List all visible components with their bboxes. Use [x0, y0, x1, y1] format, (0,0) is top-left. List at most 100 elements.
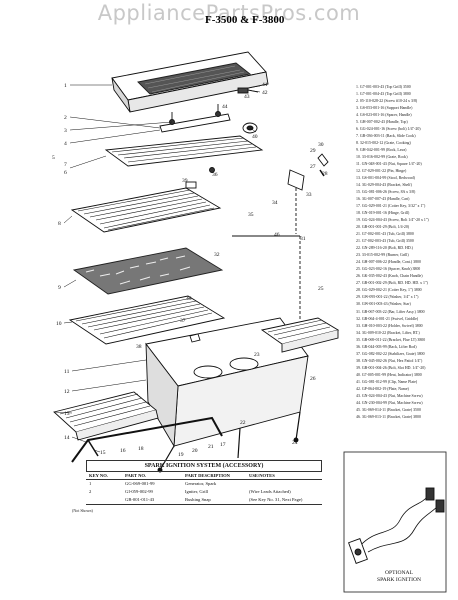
parts-list-item: 12. G7-029-001-22 (Pin, Hinge)	[356, 169, 407, 174]
callout-label: 1	[64, 83, 67, 89]
parts-list-item: 8. 32-015-002-12 (Grate, Cooking)	[356, 141, 411, 146]
callout-label: 32	[214, 252, 220, 258]
parts-list-item: 10. 33-016-002-99 (Grate, Rock)	[356, 155, 408, 160]
parts-list-item: 16. 3G-007-007-43 (Handle, Cart)	[356, 197, 410, 202]
table-cell	[246, 480, 322, 489]
parts-list-item: 25. GG-023-002-16 (Spacer, Knob) 3800	[356, 267, 421, 272]
callout-label: 38	[136, 344, 142, 350]
parts-list-item: 31. GB-067-003-22 (Bar, Lifter Assy.) 38…	[356, 309, 425, 314]
optional-label-line: SPARK IGNITION	[376, 577, 422, 583]
table-cell: GG-069-001-99	[125, 481, 155, 486]
parts-list-item: 7. GR-036-003-11 (Rack, Slide Cook)	[356, 134, 416, 139]
cart-frame	[157, 411, 301, 473]
callout-label: 43	[244, 94, 250, 100]
callout-label: 4	[64, 141, 67, 147]
spark-ignition-inset	[343, 451, 447, 593]
parts-list-item: 46. 3G-069-013-11 (Bracket, Grate) 3800	[356, 414, 421, 419]
callout-label: 11	[64, 369, 70, 375]
callout-label: 34	[272, 200, 278, 206]
table-cell: Generator, Spark	[185, 481, 217, 486]
callout-label: 26	[310, 376, 316, 382]
col-key-no: KEY NO.	[86, 471, 122, 480]
callout-label: 24	[292, 440, 298, 446]
name-plate	[237, 87, 259, 94]
parts-list-item: 3. GS-053-001-16 (Support Handle)	[356, 106, 413, 111]
redwood-shelf-left	[53, 391, 159, 441]
callout-label: 5	[52, 155, 55, 161]
table-cell: 1	[89, 481, 92, 486]
parts-list-item: 45. 3G-069-014-11 (Bracket, Grate) 3500	[356, 407, 421, 412]
table-row: 1 GG-069-001-99 Generator, Spark	[86, 480, 322, 489]
parts-list-item: 39. GB-001-004-26 (Bolt, Slot HD. 1/4"-2…	[356, 365, 426, 370]
parts-list-item: 21. G7-002-003-43 (Tub, Grill) 3500	[356, 239, 414, 244]
callout-label: 16	[120, 448, 126, 454]
table-cell: 2	[89, 489, 92, 494]
optional-spark-ignition-label: OPTIONAL SPARK IGNITION	[354, 570, 444, 584]
parts-list-item: 18. GN-019-001-16 (Hinge, Grill)	[356, 211, 410, 216]
callout-label: 12	[64, 389, 70, 395]
parts-list-item: 36. GR-044-003-99 (Rack, Lifter Rod)	[356, 344, 417, 349]
lava-rock	[72, 247, 224, 295]
table-cell: GI-059-002-99	[125, 489, 153, 494]
parts-list-item: 21. G7-002-001-43 (Tub, Grill) 3800	[356, 232, 414, 237]
callout-label: 10	[56, 321, 62, 327]
callout-label: 20	[192, 448, 198, 454]
parts-list-item: 38. GN-045-002-26 (Nut, Hex Patiol 1/4")	[356, 358, 423, 363]
callout-label: 28	[322, 171, 328, 177]
lifter-bar-assembly	[232, 169, 305, 320]
lid-handle	[159, 104, 231, 133]
parts-list-item: 4. GS-023-001-16 (Spacer, Handle)	[356, 113, 412, 118]
parts-list-item: 29. GW-095-001-22 (Washer, 1/4" x 1")	[356, 295, 419, 300]
parts-list-item: 14. 3G-029-004-43 (Bracket, Shelf)	[356, 183, 412, 188]
callout-label: 19	[178, 452, 184, 458]
table-cell: GB-001-011-43	[122, 496, 182, 505]
parts-list-item: 22. GN-289-116-20 (Bolt, RD. HD.)	[356, 246, 413, 251]
callout-label: 33	[306, 192, 312, 198]
parts-list-item: 26. GK-035-002-43 (Knob, Chain Handle)	[356, 274, 423, 279]
callout-label: 2	[64, 115, 67, 121]
parts-list-item: 6. GG-024-001-16 (Screw (bolt) 1/4"-20)	[356, 127, 421, 132]
parts-list-item: 42. GP-064-002-19 (Plate, Name)	[356, 386, 409, 391]
slide-cook-rack	[104, 135, 264, 167]
callout-label: 6	[64, 170, 67, 176]
parts-list-item: 11. GN-048-001-43 (Nut, Square 1/4"-20)	[356, 162, 422, 167]
callout-label: 30	[318, 142, 324, 148]
parts-list-item: 15. GG-081-006-26 (Screw, 8A x 3/8)	[356, 190, 416, 195]
spark-ignition-table: SPARK IGNITION SYSTEM (ACCESSORY) KEY NO…	[86, 460, 322, 505]
parts-list-item: 40. G7-005-001-99 (Heat, Indicator) 3800	[356, 372, 422, 377]
parts-list-item: 34. 3G-009-010-22 (Bracket, Lifter, RT.)	[356, 330, 420, 335]
cooking-grate	[70, 187, 222, 233]
col-use-notes: USE/NOTES	[246, 471, 322, 480]
table-row: GB-001-011-43 Bushing Snap (See Key No. …	[86, 496, 322, 505]
callout-label: 17	[220, 442, 226, 448]
grill-tub	[145, 317, 309, 448]
parts-list-item: 44. GN-230-004-99 (Nut, Machine Screw)	[356, 400, 423, 405]
parts-list-item: 19. GG-024-004-43 (Screw, Bolt 1/4"-20 x…	[356, 218, 429, 223]
parts-list-item: 32. GB-064-4-001-21 (Swivel, Griddle)	[356, 316, 419, 321]
callout-label: 45	[186, 296, 192, 302]
table-cell: (Wire Leads Attached)	[249, 489, 291, 494]
parts-list-item: 23. 33-015-002-99 (Burner, Grill)	[356, 253, 409, 258]
hinge-parts	[185, 153, 329, 343]
parts-list-item: 13. GS-001-004-99 (Stool, Redwood)	[356, 176, 415, 181]
parts-list-item: 5. GH-007-002-43 (Handle, Top)	[356, 120, 408, 125]
spark-table-caption: SPARK IGNITION SYSTEM (ACCESSORY)	[86, 460, 322, 471]
callout-label: 25	[318, 286, 324, 292]
parts-list-item: 20. GB-001-001-29 (Bolt, 1/4-20)	[356, 225, 410, 230]
col-part-no: PART NO.	[122, 471, 182, 480]
callout-label: 9	[58, 285, 61, 291]
callout-label: 14	[64, 435, 70, 441]
spark-table-note: (Not Shown)	[72, 508, 93, 513]
parts-list-item: 43. GN-024-004-43 (Nut, Machine Screw)	[356, 393, 423, 398]
table-cell: Igniter, Grill	[185, 489, 209, 494]
parts-list-item: 27. GB-001-002-29 (Bolt, RD. HD. HD. x 1…	[356, 281, 428, 286]
optional-label-line: OPTIONAL	[385, 570, 413, 576]
parts-list-item: 30. GW-001-003-43 (Washer, Star)	[356, 302, 411, 307]
top-grill-lid	[111, 51, 269, 113]
callout-label: 39	[182, 178, 188, 184]
callout-label: 41	[262, 82, 268, 88]
callout-label: 35	[248, 212, 254, 218]
watermark-text: AppliancePartsPros.com	[97, 1, 361, 25]
parts-list-item: 35. GB-069-011-22 (Bracket, Flue LT) 380…	[356, 337, 426, 342]
